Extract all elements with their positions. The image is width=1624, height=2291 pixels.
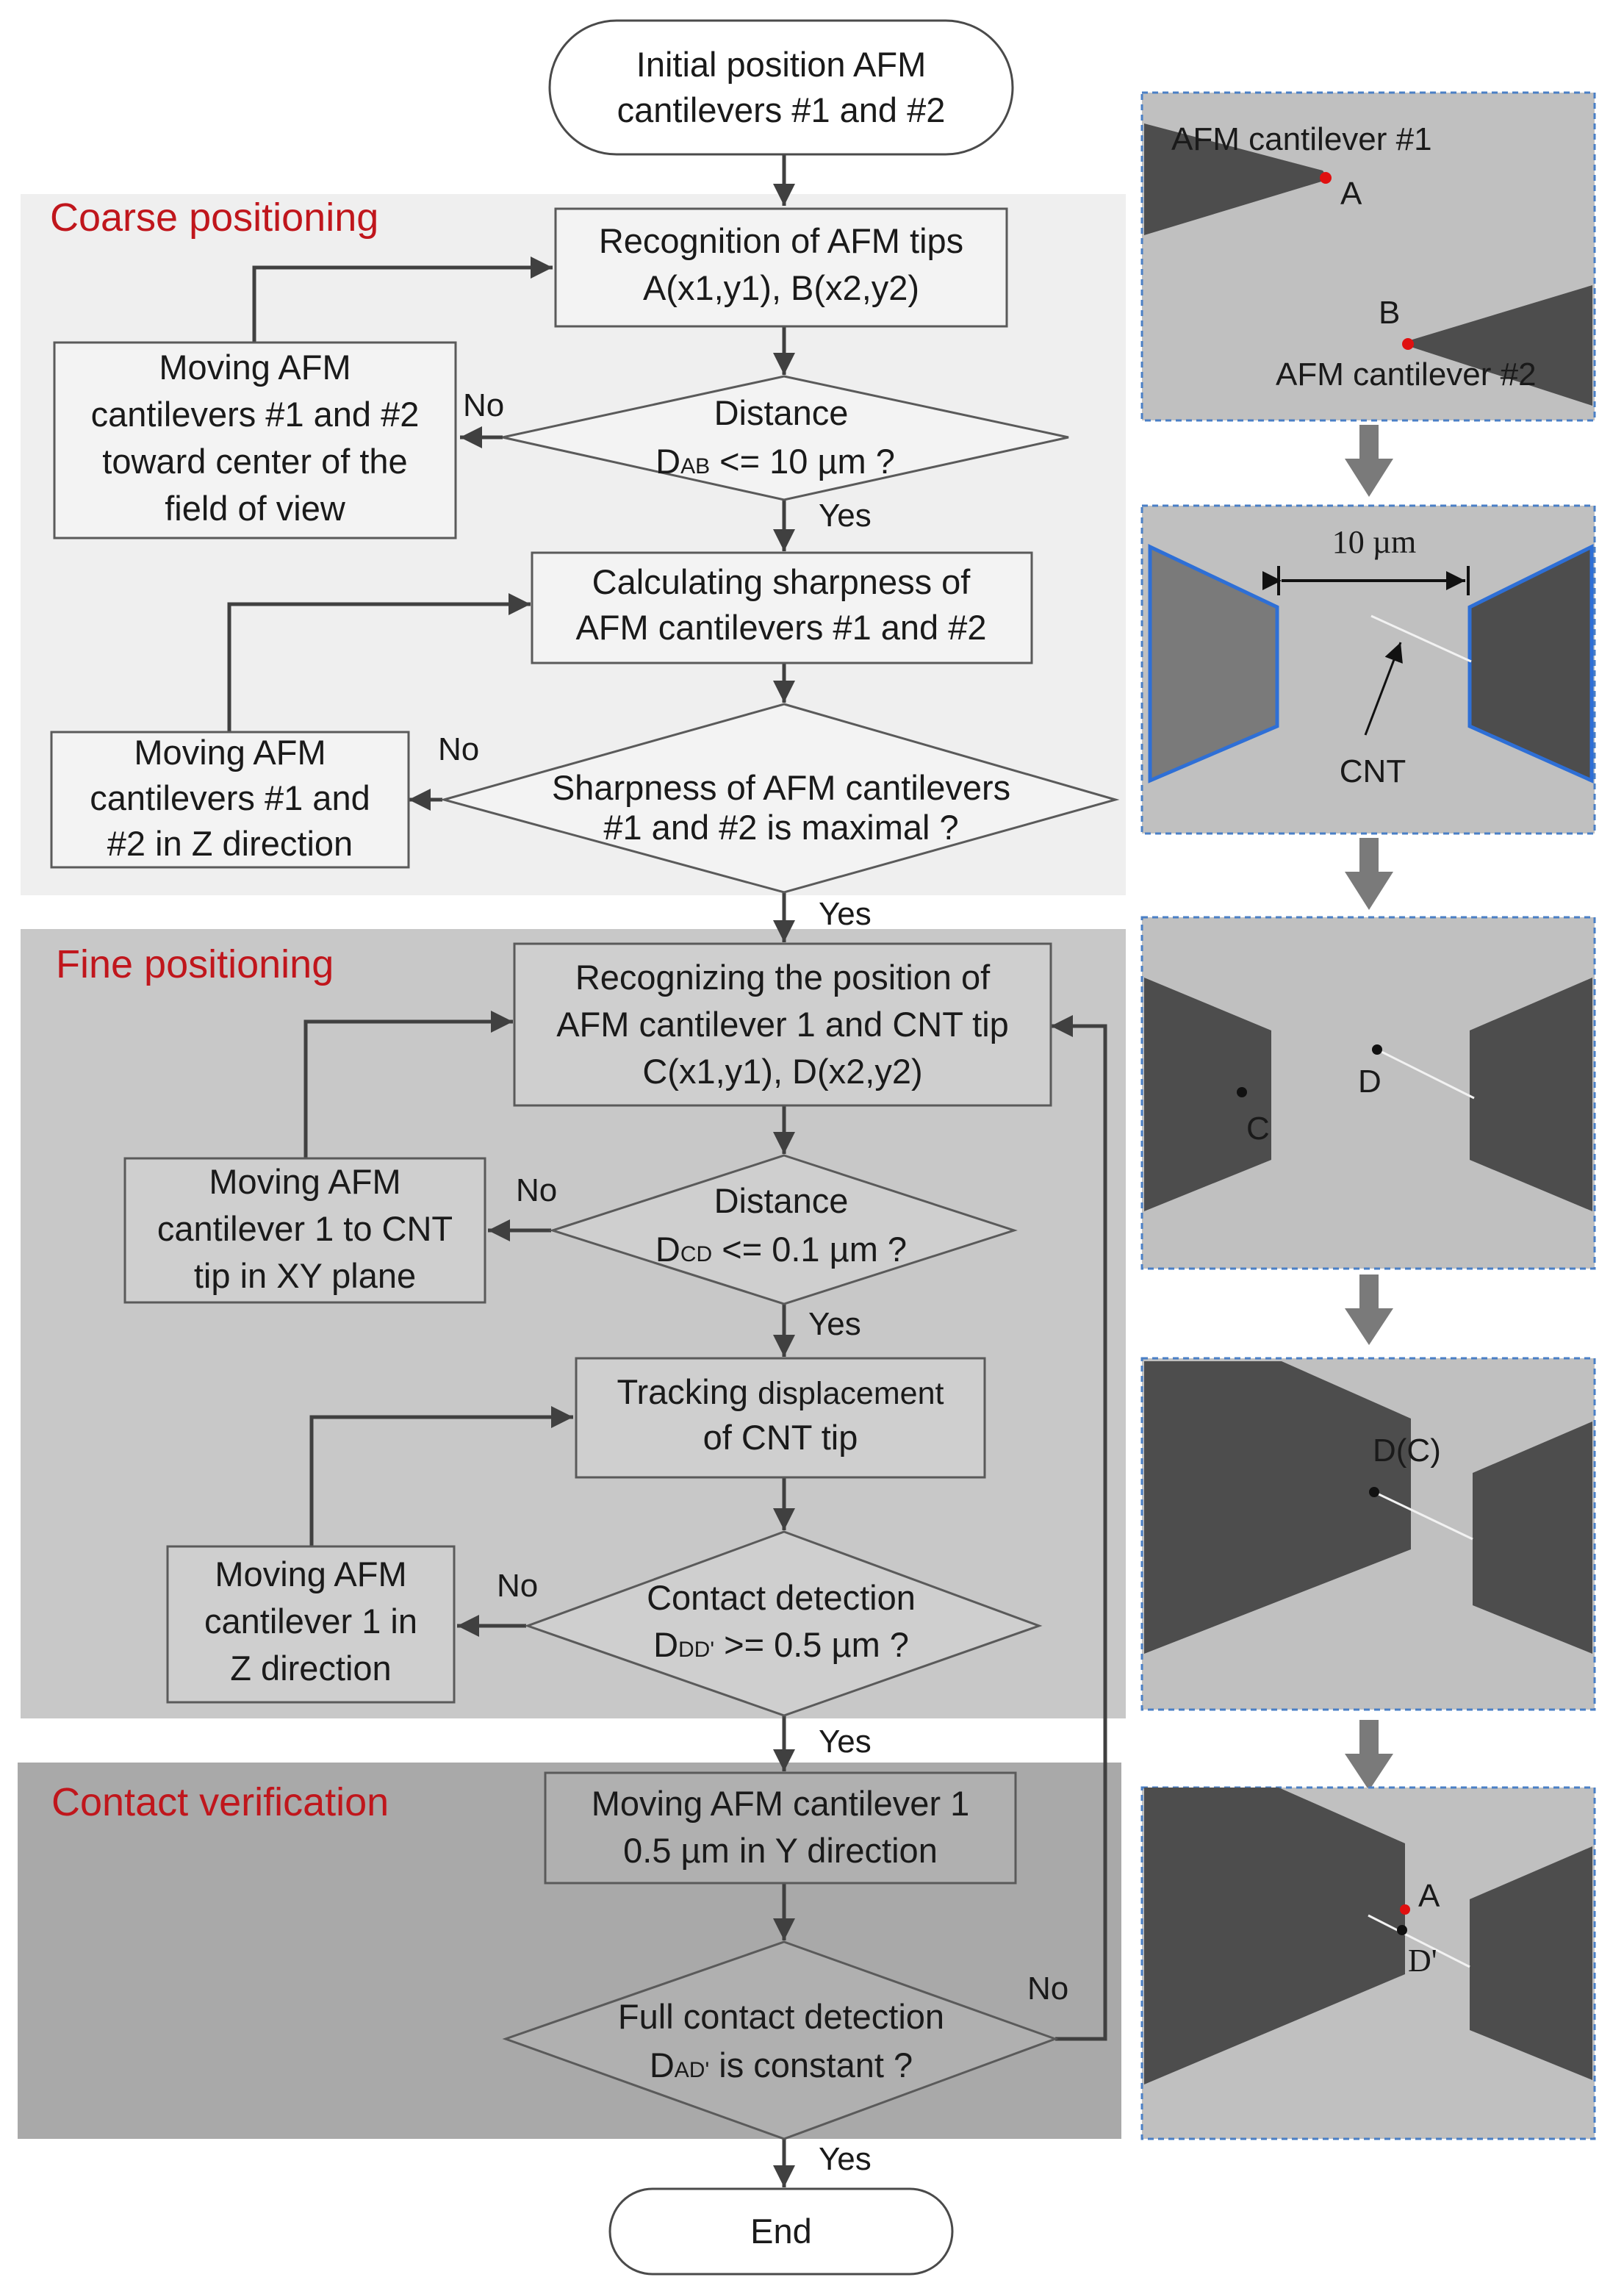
panel1-point-a: A: [1340, 176, 1362, 212]
tracking-line1: Tracking displacement: [617, 1372, 944, 1411]
contact-check-line2: DDD' >= 0.5 µm ?: [653, 1625, 909, 1664]
fine-section-title: Fine positioning: [56, 942, 334, 986]
distance-cd-decision: [549, 1154, 1018, 1305]
sharpness-decision: [439, 703, 1120, 894]
recognition-line1: Recognition of AFM tips: [599, 221, 963, 260]
panel-5: A D': [1140, 1786, 1596, 2140]
yes-label-contact: Yes: [819, 1724, 872, 1760]
move-xy-line3: tip in XY plane: [194, 1256, 416, 1295]
move-xy-box: [123, 1157, 486, 1304]
panel3-point-c: C: [1246, 1111, 1270, 1147]
tip-a-marker: [1320, 172, 1332, 184]
move-z-line3: #2 in Z direction: [107, 824, 353, 863]
fine-move-z-box: [166, 1545, 456, 1704]
recognition-line2: A(x1,y1), B(x2,y2): [643, 268, 919, 307]
recognize-pos-line3: C(x1,y1), D(x2,y2): [642, 1052, 922, 1091]
panel5-point-a: A: [1418, 1878, 1440, 1914]
no-label-distance-ab: No: [463, 387, 504, 423]
recognize-pos-line2: AFM cantilever 1 and CNT tip: [556, 1005, 1009, 1044]
distance-ab-line1: Distance: [714, 393, 849, 432]
end-label: End: [750, 2212, 812, 2251]
tracking-box: [575, 1357, 986, 1479]
panel3-point-d: D: [1358, 1064, 1382, 1100]
full-contact-decision: [502, 1940, 1059, 2140]
yes-label-distance-cd: Yes: [808, 1306, 861, 1342]
end-terminator: [608, 2187, 954, 2276]
no-label-full-contact: No: [1027, 1971, 1068, 2007]
move-center-line2: cantilevers #1 and #2: [91, 395, 420, 434]
no-label-distance-cd: No: [516, 1172, 557, 1208]
yes-label-sharpness: Yes: [819, 896, 872, 932]
full-check-line2: DAD' is constant ?: [650, 2046, 913, 2084]
move-y-box: [544, 1771, 1017, 1885]
recognize-pos-box: [513, 942, 1052, 1107]
yes-label-distance-ab: Yes: [819, 498, 872, 534]
start-line1: Initial position AFM: [636, 45, 926, 84]
panel4-point-dc: D(C): [1373, 1433, 1441, 1469]
move-center-box: [53, 341, 457, 539]
move-z-line1: Moving AFM: [134, 733, 326, 772]
fine-move-z-line2: cantilever 1 in: [204, 1602, 417, 1641]
distance-ab-decision: [502, 375, 1069, 501]
panel2-scale-label: 10 µm: [1332, 524, 1417, 560]
sharpness-calc-line1: Calculating sharpness of: [592, 562, 971, 601]
panel2-cnt-label: CNT: [1340, 753, 1406, 789]
tip-b-marker: [1402, 338, 1414, 350]
start-line2: cantilevers #1 and #2: [617, 90, 946, 129]
coarse-section-title: Coarse positioning: [50, 196, 378, 240]
no-label-sharpness: No: [438, 731, 479, 767]
panel-1: AFM cantilever #1 A B AFM cantilever #2: [1140, 91, 1596, 422]
recognition-box: [554, 207, 1008, 328]
recognize-pos-line1: Recognizing the position of: [575, 958, 991, 997]
tracking-line2: of CNT tip: [703, 1418, 858, 1457]
full-check-line1: Full contact detection: [618, 1997, 944, 2036]
contact-decision: [524, 1530, 1043, 1717]
move-y-line2: 0.5 µm in Y direction: [623, 1831, 938, 1870]
panel1-point-b: B: [1379, 295, 1400, 331]
move-xy-line1: Moving AFM: [209, 1162, 400, 1201]
sharpness-check-line2: #1 and #2 is maximal ?: [603, 808, 958, 847]
panel1-cantilever1-label: AFM cantilever #1: [1171, 121, 1432, 157]
panel1-cantilever2-label: AFM cantilever #2: [1276, 356, 1537, 392]
move-z-line2: cantilevers #1 and: [90, 778, 370, 817]
sharpness-check-line1: Sharpness of AFM cantilevers: [552, 768, 1010, 807]
no-label-contact: No: [497, 1568, 538, 1604]
move-center-line4: field of view: [165, 489, 346, 528]
fine-move-z-line1: Moving AFM: [215, 1555, 406, 1593]
sharpness-calc-line2: AFM cantilevers #1 and #2: [575, 608, 986, 647]
panel-4: D(C): [1140, 1357, 1596, 1711]
panel-2: 10 µm CNT: [1140, 504, 1596, 835]
start-terminator: [548, 19, 1014, 156]
contact-check-line1: Contact detection: [647, 1578, 916, 1617]
distance-ab-line2: DAB <= 10 µm ?: [655, 442, 895, 481]
move-y-line1: Moving AFM cantilever 1: [592, 1784, 970, 1823]
move-center-line3: toward center of the: [102, 442, 407, 481]
distance-cd-line2: DCD <= 0.1 µm ?: [655, 1230, 907, 1269]
contact-section-title: Contact verification: [51, 1780, 389, 1824]
panel5-point-dprime: D': [1408, 1943, 1437, 1979]
sharpness-calc-box: [531, 551, 1033, 664]
yes-label-full-contact: Yes: [819, 2141, 872, 2177]
move-xy-line2: cantilever 1 to CNT: [157, 1209, 453, 1248]
distance-cd-line1: Distance: [714, 1181, 849, 1220]
move-center-line1: Moving AFM: [159, 348, 351, 387]
fine-move-z-line3: Z direction: [230, 1649, 391, 1688]
move-z-box: [50, 731, 410, 869]
panel-3: C D: [1140, 916, 1596, 1270]
